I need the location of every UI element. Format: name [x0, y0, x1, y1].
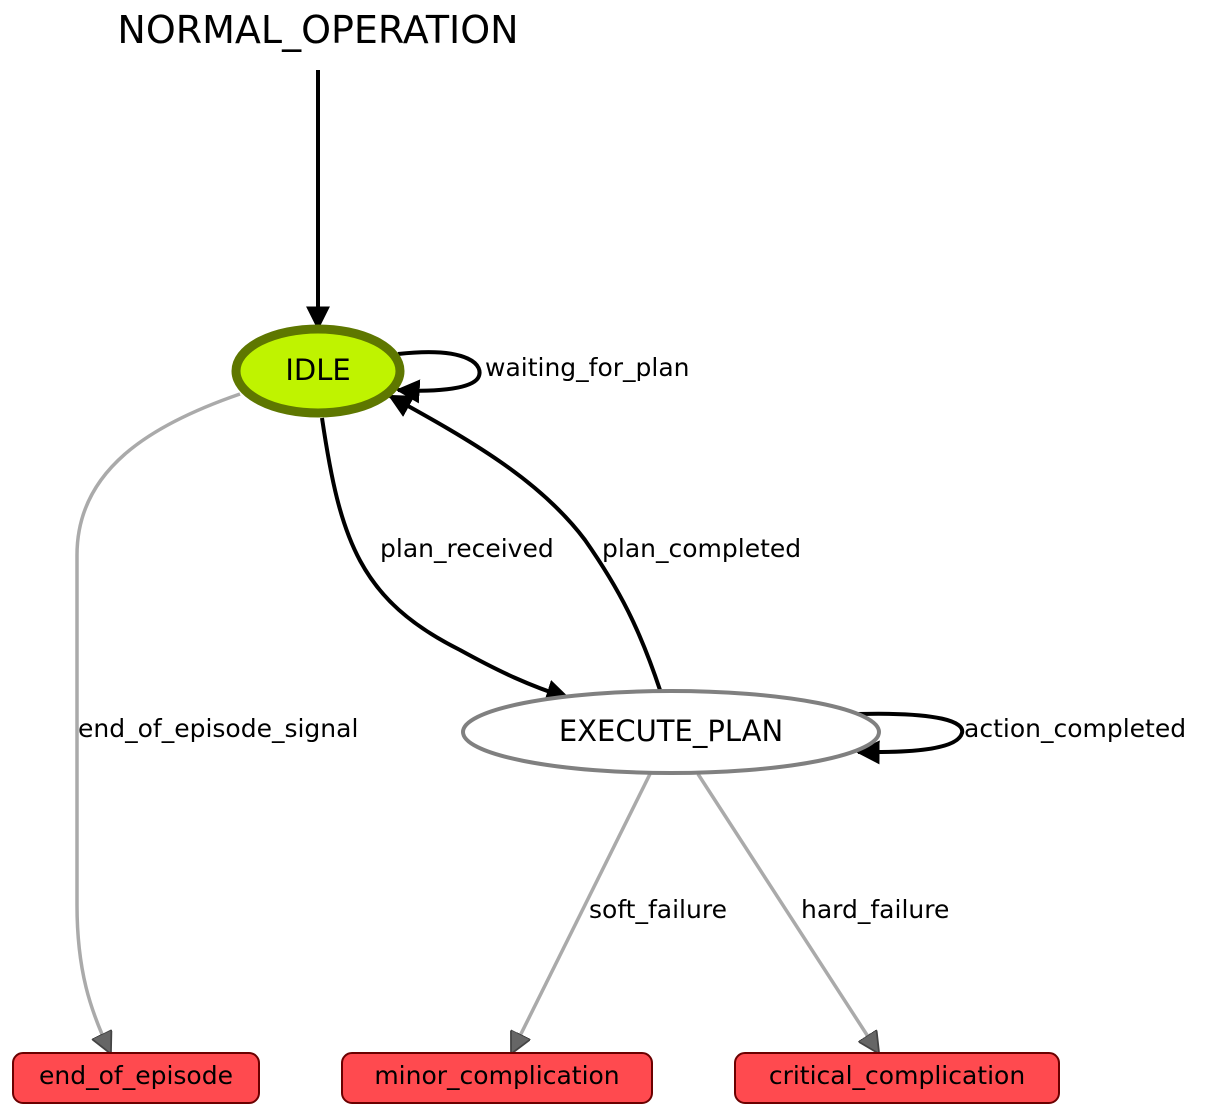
terminal-critical-complication-shape — [734, 1052, 1060, 1104]
edge-hard-failure — [696, 773, 878, 1052]
edge-label-waiting-for-plan: waiting_for_plan — [485, 353, 690, 382]
terminal-minor-complication[interactable]: minor_complication — [341, 1052, 653, 1104]
state-execute-plan-label: EXECUTE_PLAN — [559, 714, 783, 748]
edge-plan-completed — [387, 394, 662, 691]
edge-end-of-episode-signal — [75, 392, 241, 1052]
terminal-critical-complication[interactable]: critical_complication — [734, 1052, 1060, 1104]
state-idle-label: IDLE — [285, 353, 350, 387]
terminal-minor-complication-label: minor_complication — [374, 1061, 619, 1090]
state-idle-shape — [231, 324, 405, 418]
terminal-end-of-episode-shape — [12, 1052, 260, 1104]
edge-label-action-completed: action_completed — [964, 714, 1186, 743]
edge-action-completed — [855, 711, 965, 765]
terminal-end-of-episode-label: end_of_episode — [39, 1061, 233, 1090]
state-idle[interactable]: IDLE — [231, 324, 405, 418]
terminal-end-of-episode[interactable]: end_of_episode — [12, 1052, 260, 1104]
terminal-minor-complication-shape — [341, 1052, 653, 1104]
state-execute-plan[interactable]: EXECUTE_PLAN — [461, 689, 881, 775]
edge-label-plan-received: plan_received — [380, 534, 554, 563]
edge-label-end-of-episode-signal: end_of_episode_signal — [78, 714, 358, 743]
edge-label-plan-completed: plan_completed — [602, 534, 801, 563]
diagram-title: NORMAL_OPERATION — [117, 8, 518, 52]
state-execute-plan-shape — [461, 689, 881, 775]
edge-soft-failure — [512, 773, 652, 1052]
edge-label-hard-failure: hard_failure — [801, 895, 949, 924]
edge-waiting-for-plan — [395, 350, 482, 404]
edge-plan-received — [320, 417, 571, 703]
edge-label-soft-failure: soft_failure — [589, 895, 727, 924]
terminal-critical-complication-label: critical_complication — [769, 1061, 1025, 1090]
